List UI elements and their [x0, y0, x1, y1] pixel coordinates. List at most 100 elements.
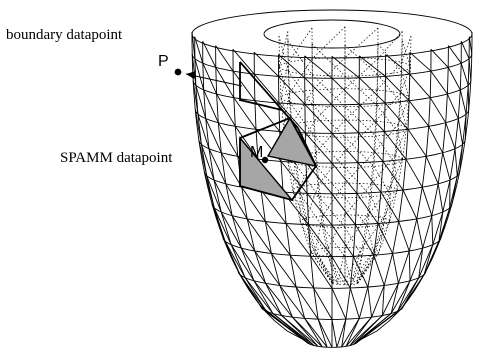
inner-diagonal	[344, 197, 368, 227]
inner-diagonal	[322, 226, 346, 258]
outer-diagonal	[390, 283, 399, 314]
outer-diagonal	[198, 139, 208, 176]
outer-diagonal	[192, 80, 199, 115]
outer-diagonal	[331, 56, 360, 79]
inner-diagonal	[312, 105, 346, 138]
inner-diagonal	[401, 40, 411, 68]
outer-diagonal	[211, 203, 226, 242]
inner-diagonal	[373, 124, 399, 153]
outer-diagonal	[423, 244, 434, 275]
inner-diagonal	[278, 35, 289, 72]
inner-diagonal	[383, 190, 398, 219]
inner-diagonal	[299, 152, 317, 187]
outer-diagonal	[202, 41, 217, 68]
outer-diagonal	[356, 193, 379, 224]
inner-diagonal	[377, 31, 403, 60]
inner-meridian	[351, 43, 379, 285]
inner-diagonal	[287, 40, 313, 76]
outer-diagonal	[280, 161, 308, 194]
inner-diagonal	[292, 155, 296, 191]
outer-diagonal	[191, 53, 197, 86]
outer-diagonal	[281, 315, 319, 347]
inner-diagonal	[394, 163, 398, 191]
outer-diagonal	[430, 70, 448, 95]
point-p-marker	[174, 68, 182, 76]
outer-meridian	[304, 55, 328, 348]
outer-diagonal	[304, 132, 333, 164]
p-arrow-head	[186, 71, 196, 79]
inner-diagonal	[289, 58, 313, 94]
outer-diagonal	[331, 288, 347, 320]
outer-diagonal	[240, 247, 266, 284]
inner-diagonal	[375, 93, 401, 122]
outer-diagonal	[260, 189, 287, 224]
outer-diagonal	[377, 223, 394, 254]
inner-diagonal	[344, 247, 363, 282]
outer-diagonal	[208, 148, 227, 184]
outer-diagonal	[384, 102, 409, 130]
inner-diagonal	[376, 105, 399, 134]
outer-diagonal	[392, 253, 399, 284]
inner-diagonal	[344, 256, 352, 285]
outer-diagonal	[272, 313, 315, 346]
outer-diagonal	[304, 318, 328, 348]
outer-diagonal	[295, 286, 319, 320]
outer-diagonal	[216, 93, 236, 127]
outer-diagonal	[407, 129, 427, 157]
inner-diagonal	[305, 224, 329, 257]
inner-meridian	[351, 27, 379, 282]
outer-diagonal	[292, 316, 323, 348]
inner-diagonal	[327, 214, 346, 249]
inner-diagonal	[378, 224, 385, 253]
outer-diagonal	[331, 162, 358, 194]
inner-diagonal	[376, 62, 402, 91]
outer-diagonal	[467, 85, 470, 110]
outer-diagonal	[421, 187, 433, 216]
outer-diagonal	[304, 77, 333, 106]
outer-diagonal	[253, 280, 282, 316]
inner-diagonal	[344, 120, 376, 152]
outer-diagonal	[447, 67, 461, 91]
outer-diagonal	[254, 100, 281, 132]
outer-diagonal	[425, 240, 440, 272]
outer-diagonal	[264, 221, 291, 256]
outer-diagonal	[195, 85, 207, 119]
outer-diagonal	[460, 63, 469, 86]
outer-diagonal	[408, 100, 430, 127]
outer-diagonal	[381, 285, 385, 316]
outer-diagonal	[203, 171, 215, 209]
outer-diagonal	[200, 144, 215, 181]
outer-diagonal	[385, 76, 410, 102]
outer-diagonal	[194, 109, 202, 145]
outer-diagonal	[373, 255, 385, 286]
inner-diagonal	[288, 71, 314, 106]
outer-diagonal	[233, 97, 257, 130]
inner-diagonal	[377, 43, 402, 72]
outer-diagonal	[405, 158, 423, 188]
inner-diagonal	[315, 166, 346, 198]
outer-diagonal	[254, 250, 281, 286]
inner-diagonal	[401, 35, 412, 63]
outer-diagonal	[442, 152, 451, 181]
outer-mesh	[191, 9, 473, 348]
boundary-element-outline	[239, 61, 299, 129]
outer-diagonal	[222, 237, 241, 275]
outer-diagonal	[459, 89, 467, 115]
inner-diagonal	[311, 26, 346, 60]
outer-diagonal	[331, 193, 356, 225]
outer-diagonal	[460, 41, 470, 59]
outer-diagonal	[355, 313, 392, 344]
inner-diagonal	[292, 190, 307, 225]
outer-diagonal	[244, 277, 274, 314]
outer-diagonal	[429, 97, 447, 123]
outer-diagonal	[331, 256, 351, 289]
outer-diagonal	[352, 315, 383, 346]
inner-diagonal	[344, 215, 368, 248]
inner-diagonal	[361, 217, 385, 249]
outer-diagonal	[352, 256, 369, 288]
outer-diagonal	[203, 89, 219, 123]
outer-diagonal	[367, 286, 373, 318]
outer-diagonal	[349, 316, 372, 346]
inner-diagonal	[315, 215, 323, 250]
